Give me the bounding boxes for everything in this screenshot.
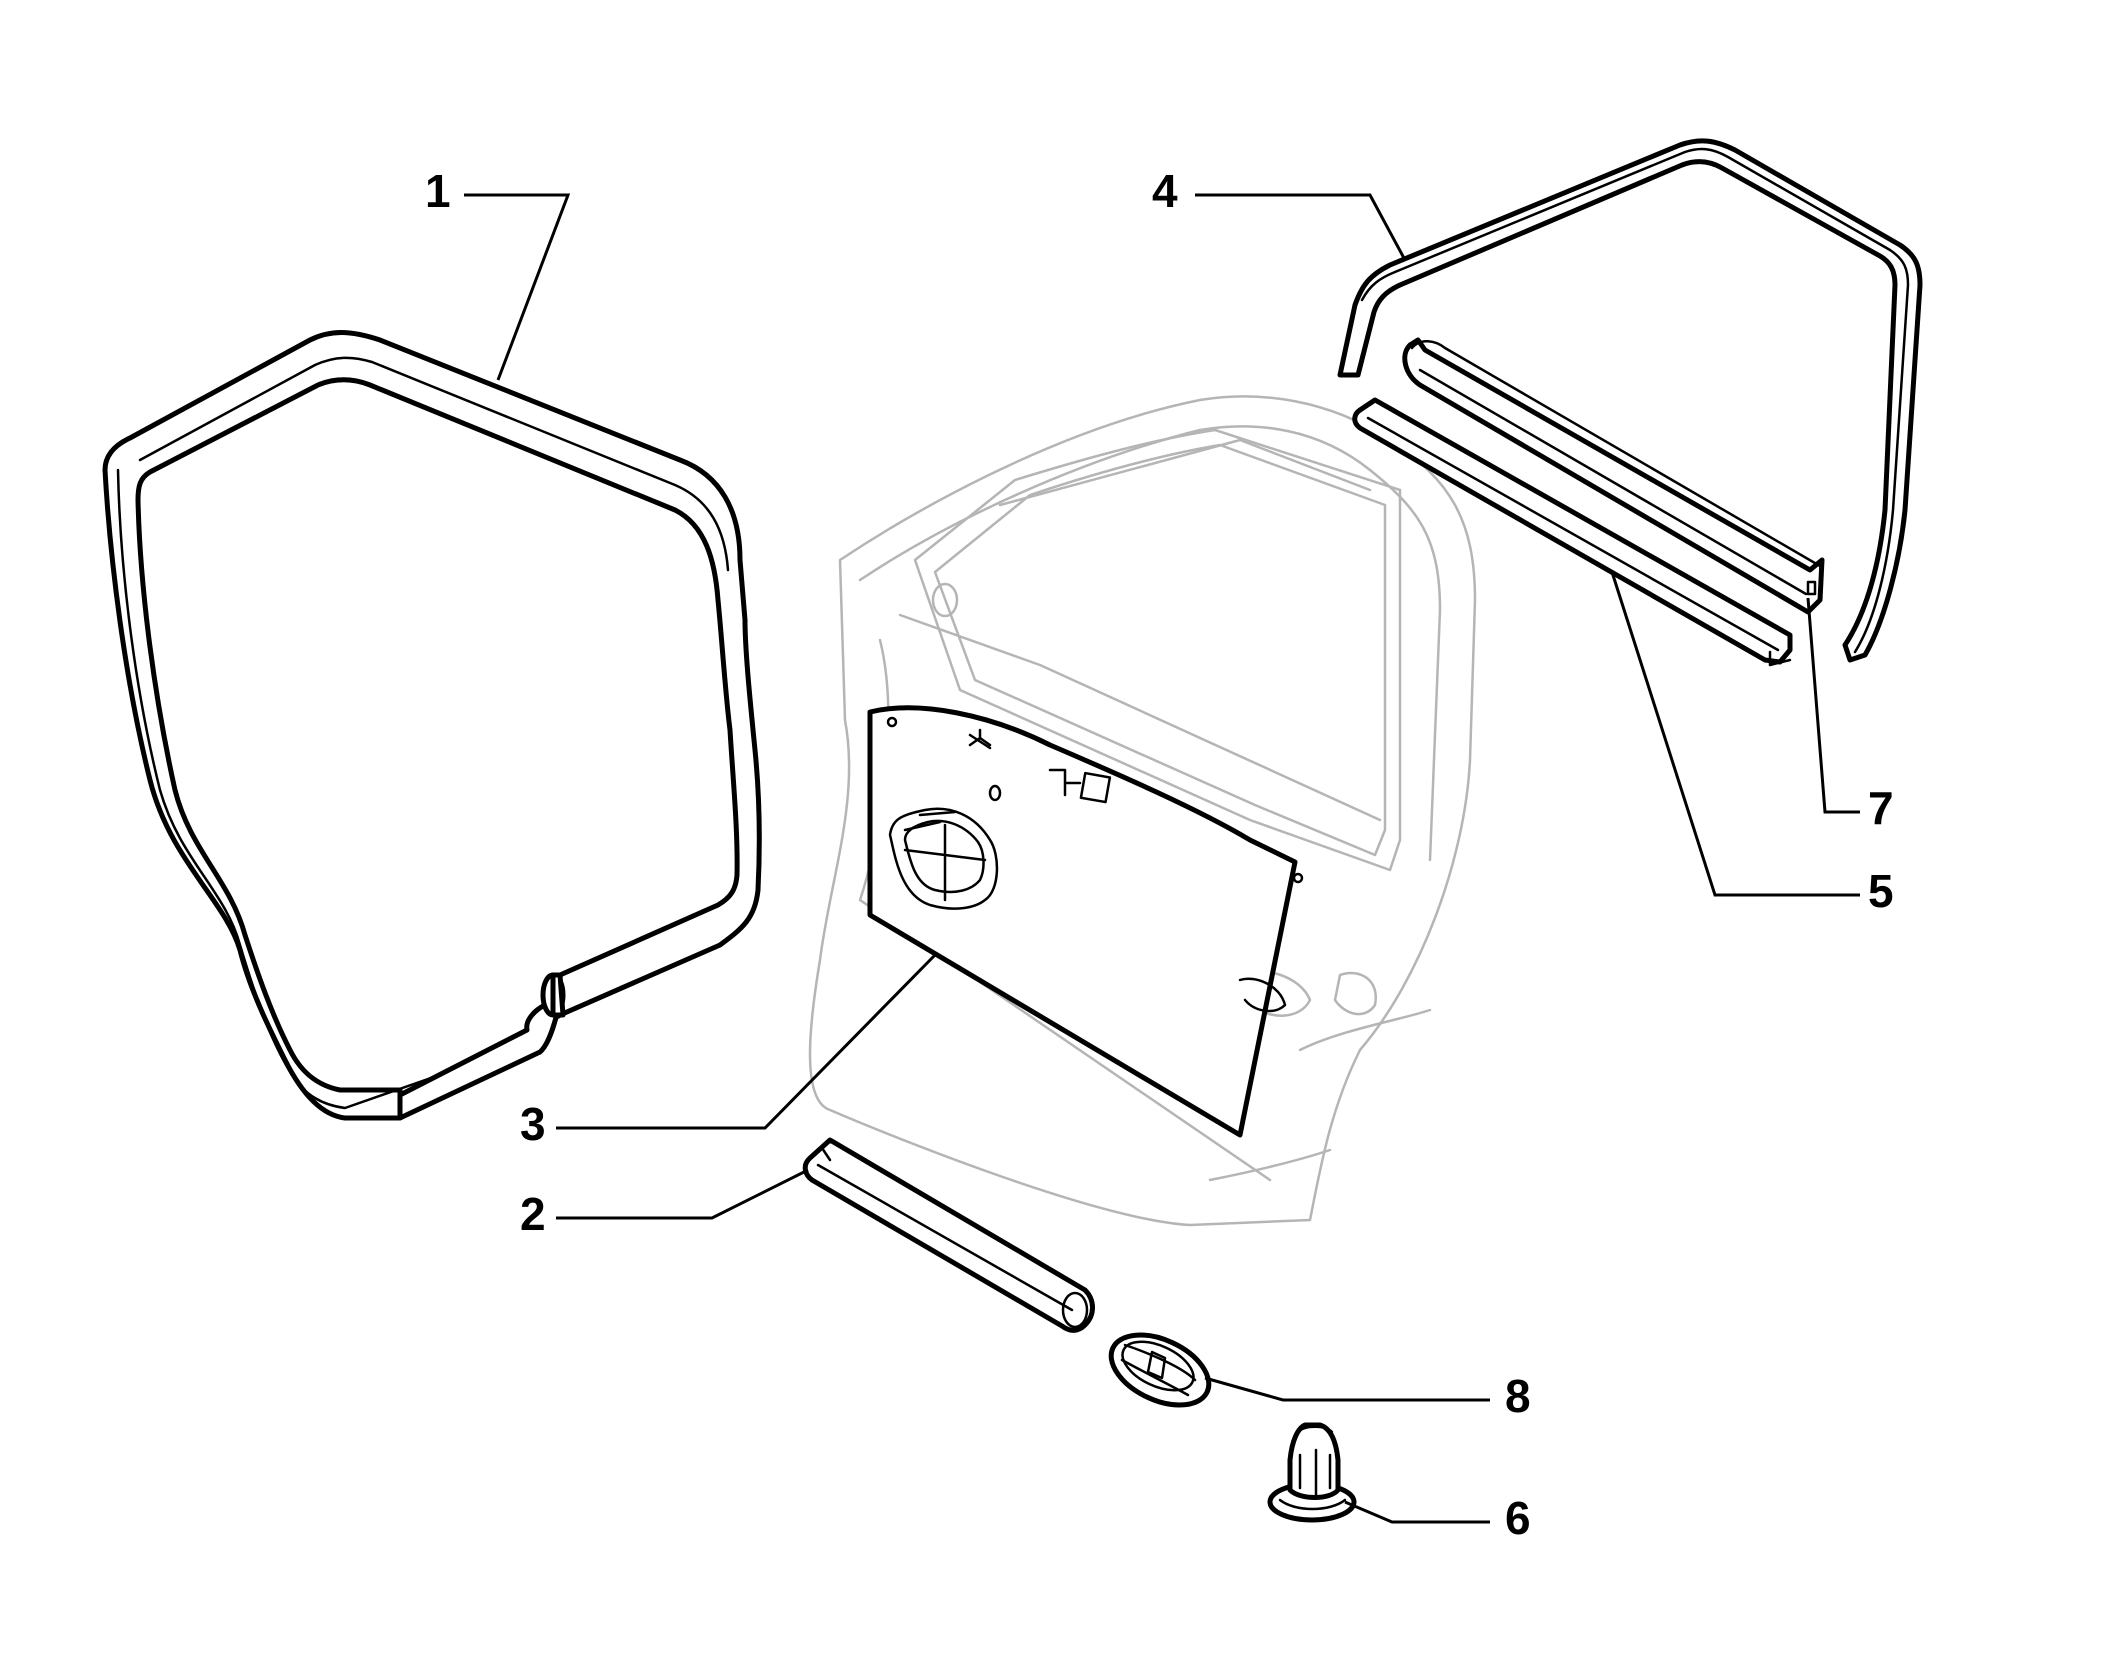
part-2-sill-strip — [802, 1137, 1095, 1333]
leader-4 — [1195, 193, 1407, 261]
callout-2: 2 — [520, 1188, 546, 1240]
callout-3: 3 — [520, 1098, 546, 1150]
callout-5: 5 — [1868, 865, 1894, 917]
part-4-window-frame-seal — [1337, 138, 1923, 663]
leader-7 — [1806, 597, 1860, 814]
leader-6 — [1344, 1500, 1490, 1524]
door-outline — [808, 395, 1477, 1227]
part-3-door-panel — [867, 705, 1304, 1138]
leader-2 — [556, 1168, 809, 1220]
callout-7: 7 — [1868, 782, 1894, 834]
callout-4: 4 — [1152, 165, 1178, 217]
leader-5 — [1610, 571, 1860, 897]
callout-1: 1 — [425, 165, 451, 217]
part-8-oval-plug — [1108, 1332, 1212, 1408]
leader-3 — [556, 953, 937, 1130]
callout-labels: 1 2 3 4 5 6 7 8 — [425, 165, 1894, 1544]
part-7-glass-channel — [1402, 337, 1825, 615]
callout-8: 8 — [1505, 1370, 1531, 1422]
part-6-push-clip — [1267, 1422, 1357, 1523]
part-5-lower-glass-channel — [1352, 397, 1793, 667]
callout-6: 6 — [1505, 1492, 1531, 1544]
leader-1 — [464, 193, 571, 381]
part-1-door-seal — [102, 330, 762, 1121]
leader-8 — [1204, 1376, 1490, 1402]
leader-lines — [464, 193, 1860, 1524]
